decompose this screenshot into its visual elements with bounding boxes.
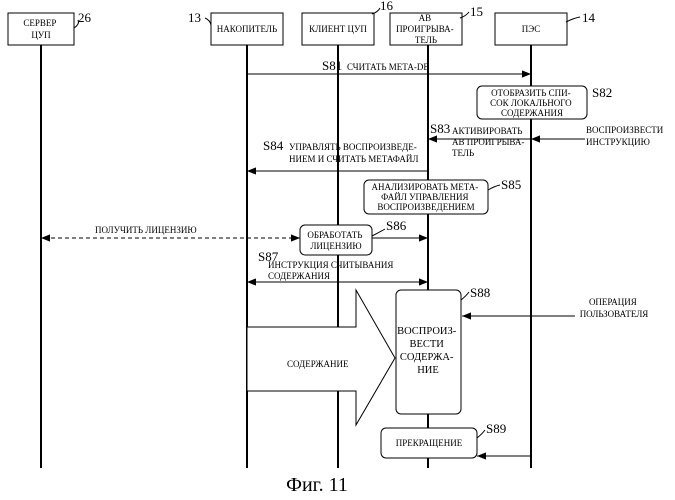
get-license-label: ПОЛУЧИТЬ ЛИЦЕНЗИЮ — [95, 225, 197, 235]
figure-caption: Фиг. 11 — [286, 474, 348, 496]
s82-text: ОТОБРАЗИТЬ СПИ- СОК ЛОКАЛЬНОГО СОДЕРЖАНИ… — [490, 88, 574, 118]
s84-text: УПРАВЛЯТЬ ВОСПРОИЗВЕДЕ- НИЕМ И СЧИТАТЬ М… — [289, 142, 419, 164]
s85-text: АНАЛИЗИРОВАТЬ МЕТА- ФАЙЛ УПРАВЛЕНИЯ ВОСП… — [371, 182, 480, 212]
content-label: СОДЕРЖАНИЕ — [287, 359, 349, 369]
s81-id: S81 — [322, 58, 342, 73]
storage-label: НАКОПИТЕЛЬ — [217, 24, 277, 34]
content-big-arrow — [247, 290, 395, 425]
server-ref: 26 — [78, 10, 92, 25]
s89-leader — [477, 430, 485, 438]
s81-text: СЧИТАТЬ МЕТА-DB — [347, 62, 429, 72]
s89-text: ПРЕКРАЩЕНИЕ — [396, 438, 463, 448]
player-ref: 15 — [470, 4, 483, 19]
client-ref-leader — [372, 8, 380, 14]
storage-ref-leader — [205, 18, 211, 25]
pes-label: ПЭС — [522, 24, 540, 34]
s85-leader — [488, 185, 500, 190]
client-ref: 16 — [380, 0, 394, 13]
s88-leader — [461, 292, 469, 300]
play-instruction-label: ВОСПРОИЗВЕСТИ ИНСТРУКЦИЮ — [586, 125, 666, 147]
s88-id: S88 — [470, 285, 490, 300]
s86-id: S86 — [386, 218, 407, 233]
s84-id: S84 — [263, 138, 284, 153]
s85-id: S85 — [501, 177, 521, 192]
s82-id: S82 — [592, 85, 612, 100]
client-label: КЛИЕНТ ЦУП — [309, 24, 367, 34]
pes-ref: 14 — [582, 10, 596, 25]
s89-id: S89 — [486, 421, 506, 436]
s83-text: АКТИВИРОВАТЬ АВ ПРОИГРЫВА- ТЕЛЬ — [452, 126, 527, 158]
s87-text: ИНСТРУКЦИЯ СЧИТЫВАНИЯ СОДЕРЖАНИЯ — [268, 260, 396, 281]
storage-ref: 13 — [188, 10, 201, 25]
pes-ref-leader — [566, 17, 580, 22]
s86-leader — [372, 229, 385, 236]
s83-id: S83 — [430, 121, 450, 136]
s86-text: ОБРАБОТАТЬ ЛИЦЕНЗИЮ — [307, 230, 364, 251]
user-operation-label: ОПЕРАЦИЯ ПОЛЬЗОВАТЕЛЯ — [580, 297, 649, 319]
